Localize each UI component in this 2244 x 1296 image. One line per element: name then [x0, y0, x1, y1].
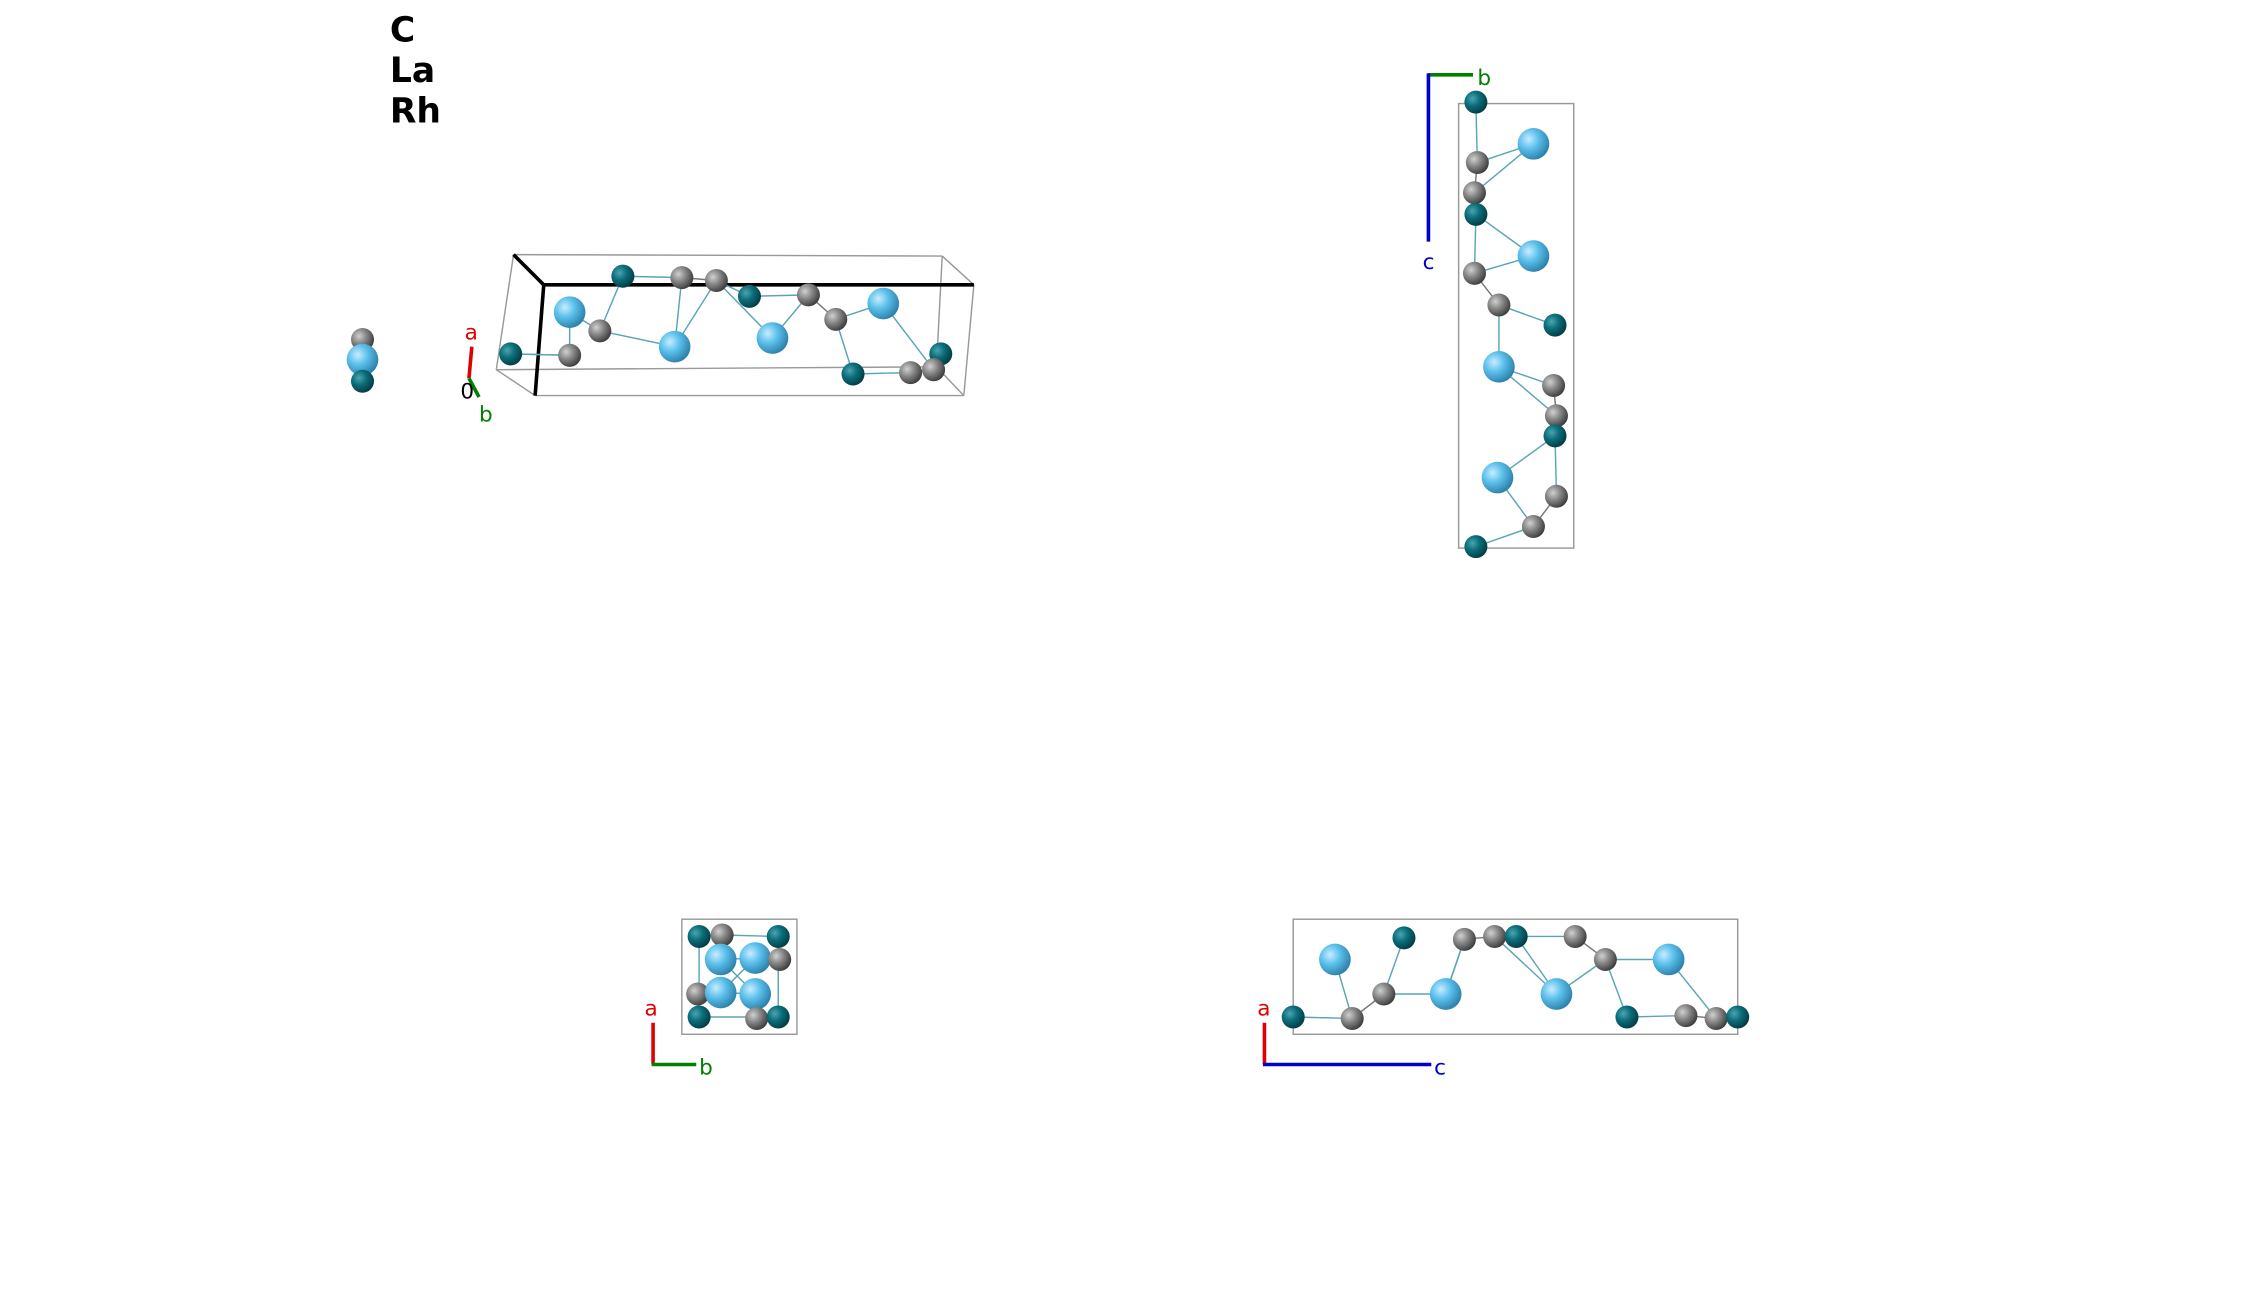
- rhodium-atom: [611, 264, 635, 288]
- carbon-atom: [1593, 947, 1617, 971]
- carbon-atom: [1563, 924, 1587, 948]
- perspective-view: a 0 b: [460, 253, 975, 427]
- rhodium-atom: [1464, 202, 1488, 226]
- legend-label-rh: Rh: [390, 91, 441, 131]
- view-b-unit-cell: [1292, 918, 1739, 1036]
- view-b-axis-triad: a c: [1257, 997, 1446, 1081]
- carbon-atom: [1542, 374, 1566, 398]
- axis-b-label: b: [479, 402, 493, 427]
- rhodium-atom: [841, 362, 865, 386]
- view-a-atoms: [1462, 90, 1568, 559]
- edge-atoms-cluster: [346, 327, 379, 393]
- carbon-atom: [670, 266, 694, 290]
- element-legend: C La Rh: [390, 11, 441, 132]
- carbon-atom: [1465, 151, 1489, 175]
- rhodium-atom: [499, 342, 523, 366]
- axis-a-label: a: [465, 320, 478, 345]
- axis-a-line: [467, 346, 474, 379]
- lanthanum-atom: [1483, 350, 1515, 383]
- axis-b-label: b: [1477, 66, 1491, 91]
- lanthanum-atom: [1652, 943, 1685, 976]
- rhodium-atom: [1464, 90, 1488, 114]
- rhodium-atom: [687, 924, 711, 948]
- carbon-atom: [1483, 924, 1507, 948]
- rhodium-atom: [1464, 535, 1488, 559]
- rhodium-atom: [687, 1005, 711, 1029]
- lanthanum-atom: [1517, 128, 1550, 160]
- view-along-c: a b: [644, 918, 798, 1081]
- lanthanum-atom: [867, 287, 900, 320]
- carbon-atom: [1452, 927, 1476, 951]
- carbon-atom: [745, 1006, 769, 1030]
- view-a-axis-triad: b c: [1423, 66, 1491, 275]
- rhodium-atom: [766, 924, 790, 948]
- axis-c-label: c: [1434, 1056, 1446, 1081]
- carbon-atom: [1340, 1006, 1364, 1030]
- lanthanum-atom: [1540, 978, 1573, 1010]
- lanthanum-atom: [1429, 978, 1462, 1010]
- rhodium-atom: [1281, 1005, 1305, 1029]
- view-c-atoms: [686, 923, 792, 1030]
- lanthanum-atom: [658, 330, 691, 363]
- carbon-atom: [704, 268, 728, 293]
- axis-c-label: c: [1423, 250, 1435, 275]
- carbon-atom: [899, 361, 923, 385]
- carbon-atom: [686, 982, 710, 1006]
- rhodium-atom: [1615, 1005, 1639, 1029]
- view-along-a: b c: [1423, 66, 1575, 559]
- carbon-atom: [922, 358, 946, 382]
- rhodium-atom: [1726, 1005, 1750, 1029]
- axis-origin-label: 0: [460, 379, 474, 404]
- rhodium-atom: [350, 369, 375, 393]
- lanthanum-atom: [739, 978, 772, 1010]
- carbon-atom: [824, 307, 848, 331]
- lanthanum-atom: [1481, 461, 1514, 494]
- axis-a-label: a: [644, 997, 657, 1022]
- lanthanum-atom: [346, 343, 379, 376]
- view-c-bonds: [697, 934, 780, 1019]
- rhodium-atom: [766, 1005, 790, 1029]
- carbon-atom: [1704, 1006, 1728, 1030]
- carbon-atom: [710, 923, 734, 947]
- view-c-axis-triad: a b: [644, 997, 712, 1081]
- carbon-atom: [1544, 484, 1568, 508]
- view-b-atoms: [1281, 924, 1750, 1030]
- legend-label-c: C: [390, 11, 415, 51]
- lanthanum-atom: [704, 943, 737, 976]
- carbon-atom: [588, 319, 612, 343]
- carbon-atom: [1674, 1004, 1698, 1028]
- carbon-atom: [1462, 261, 1486, 285]
- carbon-atom: [796, 283, 820, 307]
- rhodium-atom: [1392, 926, 1416, 950]
- lanthanum-atom: [1319, 943, 1351, 976]
- lanthanum-atom: [704, 976, 737, 1009]
- lanthanum-atom: [1517, 240, 1550, 272]
- rhodium-atom: [1543, 313, 1567, 337]
- lanthanum-atom: [739, 942, 772, 974]
- rhodium-atom: [737, 284, 761, 308]
- carbon-atom: [1462, 181, 1486, 205]
- axis-b-line: [467, 377, 481, 398]
- carbon-atom: [768, 947, 792, 971]
- rhodium-atom: [1504, 924, 1528, 948]
- perspective-axis-triad: a 0 b: [460, 320, 492, 427]
- axis-a-label: a: [1257, 997, 1270, 1022]
- axis-b-label: b: [699, 1056, 713, 1081]
- view-along-b: a c: [1257, 918, 1750, 1081]
- carbon-atom: [1544, 404, 1568, 428]
- perspective-atoms: [499, 264, 953, 386]
- view-c-unit-cell: [681, 918, 798, 1036]
- carbon-atom: [558, 343, 582, 367]
- carbon-atom: [1521, 514, 1545, 538]
- carbon-atom: [1487, 293, 1511, 317]
- carbon-atom: [1372, 982, 1396, 1006]
- view-a-unit-cell: [1457, 102, 1575, 549]
- lanthanum-atom: [756, 322, 789, 354]
- rhodium-atom: [1543, 424, 1567, 448]
- legend-label-la: La: [390, 51, 435, 91]
- lanthanum-atom: [553, 296, 586, 328]
